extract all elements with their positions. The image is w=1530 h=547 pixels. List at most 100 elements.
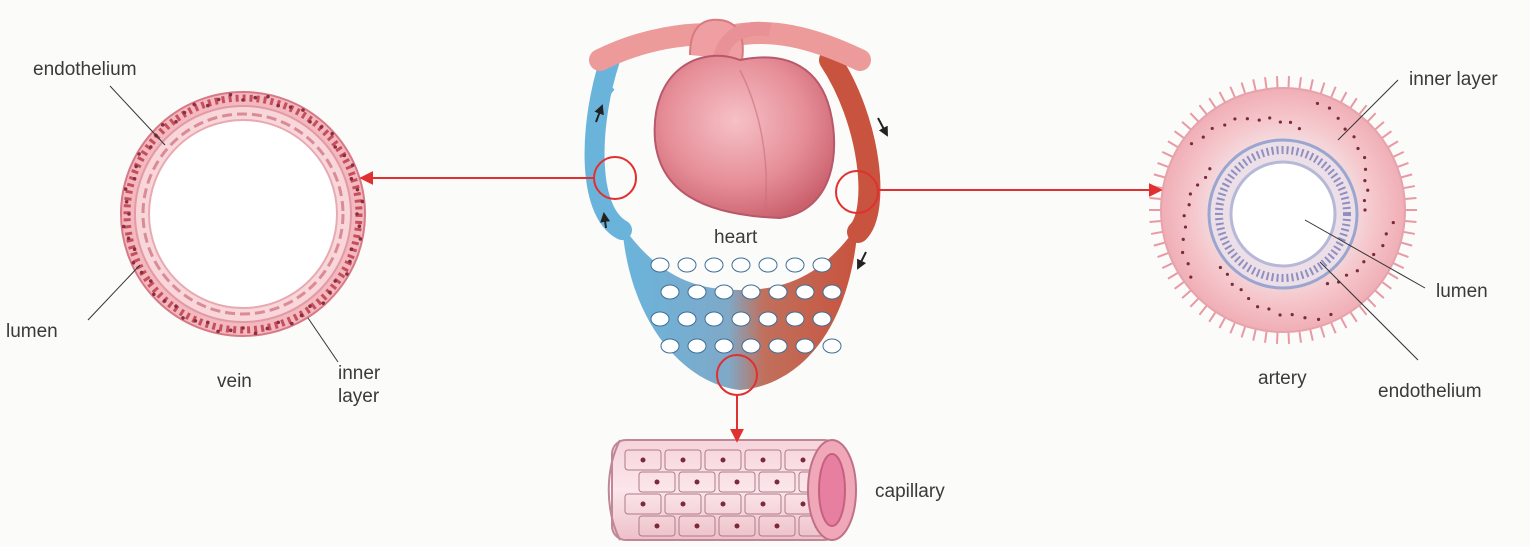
capillary-bed-gap (705, 312, 723, 326)
capillary-nucleus (655, 524, 660, 529)
artery-inner-layer-label: inner layer (1409, 68, 1498, 91)
artery-nucleus (1204, 176, 1207, 179)
artery-nucleus (1183, 214, 1186, 217)
artery-nucleus (1189, 192, 1192, 195)
vein-nucleus (350, 247, 354, 251)
capillary-nucleus (775, 480, 780, 485)
capillary-nucleus (761, 502, 766, 507)
artery-nucleus (1189, 275, 1192, 278)
vein-nucleus (333, 145, 337, 149)
artery-nucleus (1233, 117, 1236, 120)
artery-nucleus (1329, 313, 1332, 316)
artery-nucleus (1363, 199, 1366, 202)
capillary-bed-gap (661, 339, 679, 353)
capillary-bed-gap (786, 258, 804, 272)
capillary-bed-gap (742, 339, 760, 353)
vein-nucleus (149, 145, 153, 149)
vein-lumen-label: lumen (6, 320, 58, 343)
capillary-label: capillary (875, 480, 945, 503)
capillary-bed-gap (823, 339, 841, 353)
vein-nucleus (350, 177, 354, 181)
artery-nucleus (1364, 168, 1367, 171)
capillary-nucleus (721, 502, 726, 507)
vein-nucleus (133, 177, 137, 181)
vein-nucleus (133, 247, 137, 251)
artery-nucleus (1326, 282, 1329, 285)
vein-label: vein (217, 370, 252, 393)
capillary-bed-gap (651, 312, 669, 326)
capillary-bed-gap (813, 258, 831, 272)
vein-nucleus (181, 316, 185, 320)
capillary-nucleus (641, 458, 646, 463)
vein-nucleus (343, 154, 347, 158)
artery-cross-section (1149, 76, 1417, 344)
heart-label: heart (714, 226, 757, 249)
vein-nucleus (290, 322, 294, 326)
artery-nucleus (1231, 283, 1234, 286)
artery-nucleus (1190, 142, 1193, 145)
capillary-nucleus (655, 480, 660, 485)
vein-nucleus (122, 225, 126, 229)
artery-nucleus (1289, 121, 1292, 124)
vein-nucleus (254, 332, 258, 336)
vein-nucleus (266, 95, 270, 99)
artery-label: artery (1258, 367, 1307, 390)
vein-nucleus (276, 104, 280, 108)
capillary-bed-gap (796, 339, 814, 353)
capillary-bed-gap (678, 312, 696, 326)
vein-nucleus (308, 304, 312, 308)
artery-nucleus (1223, 123, 1226, 126)
vein-inner-layer-label: inner layer (338, 362, 380, 408)
vein-nucleus (194, 319, 198, 323)
capillary-nucleus (681, 458, 686, 463)
capillary-nucleus (641, 502, 646, 507)
artery-nucleus (1345, 274, 1348, 277)
artery-nucleus (1219, 266, 1222, 269)
vein-nucleus (276, 321, 280, 325)
vein-nucleus (174, 304, 178, 308)
vein-nucleus (149, 279, 153, 283)
capillary-nucleus (695, 480, 700, 485)
vein-nucleus (174, 120, 178, 124)
artery-nucleus (1187, 262, 1190, 265)
capillary-nucleus (721, 458, 726, 463)
capillary-tube (609, 440, 856, 540)
vein-nucleus (125, 200, 129, 204)
vein-endothelium-label: endothelium (33, 58, 137, 81)
vein-nucleus (351, 163, 355, 167)
artery-nucleus (1202, 136, 1205, 139)
artery-nucleus (1337, 117, 1340, 120)
vein-nucleus (300, 314, 304, 318)
vein-nucleus (183, 111, 187, 115)
capillary-bed-gap (759, 258, 777, 272)
artery-nucleus (1278, 313, 1281, 316)
vein-nucleus (134, 165, 138, 169)
capillary-bed-gap (769, 285, 787, 299)
artery-nucleus (1268, 116, 1271, 119)
artery-nucleus (1211, 127, 1214, 130)
capillary-bed-gap (715, 339, 733, 353)
artery-nucleus (1256, 305, 1259, 308)
capillary-bed-gap (823, 285, 841, 299)
capillary-bed-gap (732, 312, 750, 326)
vein-nucleus (356, 188, 360, 192)
artery-nucleus (1247, 297, 1250, 300)
artery-nucleus (1328, 107, 1331, 110)
capillary-bed-gap (732, 258, 750, 272)
artery-nucleus (1363, 179, 1366, 182)
artery-nucleus (1392, 221, 1395, 224)
vein-nucleus (301, 108, 305, 112)
artery-nucleus (1366, 189, 1369, 192)
capillary-bed-gap (742, 285, 760, 299)
vein-nucleus (345, 272, 349, 276)
vein-nucleus (355, 212, 359, 216)
vein-nucleus (321, 301, 325, 305)
artery-nucleus (1208, 167, 1211, 170)
vein-nucleus (192, 103, 196, 107)
artery-nucleus (1317, 318, 1320, 321)
artery-nucleus (1279, 120, 1282, 123)
vein-nucleus (127, 212, 131, 216)
capillary-nucleus (735, 524, 740, 529)
artery-nucleus (1240, 288, 1243, 291)
